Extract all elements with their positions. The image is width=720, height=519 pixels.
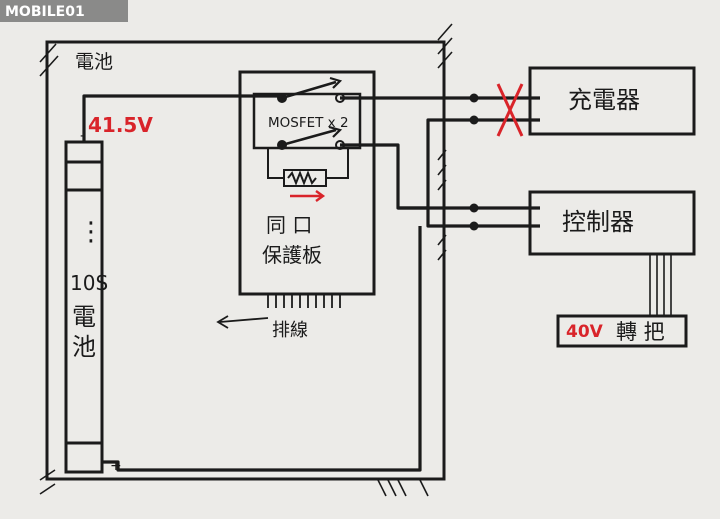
disconnect-x-icon bbox=[496, 83, 524, 137]
battery-case-label: 電池 bbox=[75, 51, 113, 73]
connector-dots bbox=[469, 93, 479, 231]
charger-label: 充電器 bbox=[568, 86, 640, 114]
controller-label: 控制器 bbox=[562, 208, 634, 236]
watermark-text: MOBILE01 bbox=[5, 4, 85, 20]
cell-name-char-2: 池 bbox=[72, 333, 96, 361]
current-arrow-icon bbox=[290, 190, 326, 202]
board-label-line2: 保護板 bbox=[262, 243, 322, 267]
throttle-cable bbox=[649, 254, 672, 316]
throttle-box bbox=[556, 314, 688, 348]
ribbon-arrow-icon bbox=[216, 315, 269, 329]
controller-box bbox=[528, 190, 696, 256]
board-label-line1: 同 口 bbox=[266, 213, 312, 237]
throttle-label: 轉 把 bbox=[616, 320, 665, 344]
charger-box bbox=[528, 66, 696, 136]
wiring-label: 排線 bbox=[272, 320, 308, 341]
enclosure-hatching bbox=[39, 23, 453, 497]
cell-voltage-label: 41.5V bbox=[88, 113, 153, 137]
wires bbox=[82, 94, 540, 472]
cell-name-char-1: 電 bbox=[72, 303, 96, 331]
watermark-logo: MOBILE01 bbox=[0, 0, 128, 22]
cell-dots: ⋮ bbox=[78, 217, 104, 247]
throttle-voltage-label: 40V bbox=[566, 322, 604, 342]
battery-enclosure bbox=[45, 40, 446, 481]
mosfet-label: MOSFET x 2 bbox=[268, 115, 349, 131]
protection-board bbox=[238, 70, 376, 296]
cell-count-label: 10S bbox=[70, 271, 108, 295]
ribbon-connector bbox=[267, 294, 341, 308]
plus-terminal-label: + bbox=[110, 458, 122, 474]
resistor bbox=[267, 148, 349, 187]
